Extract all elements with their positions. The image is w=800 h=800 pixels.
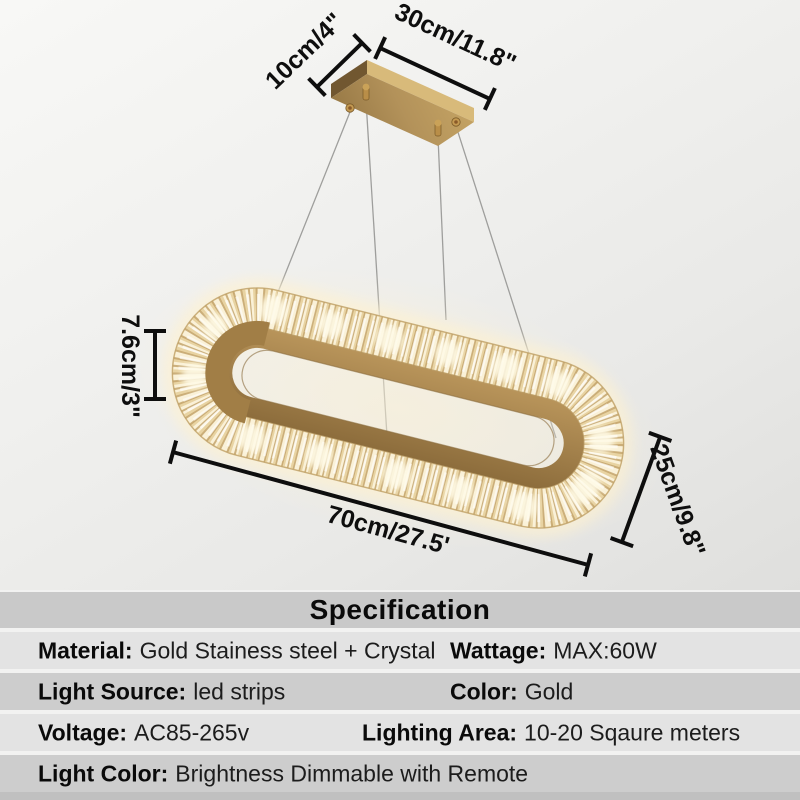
- spec-value: AC85-265v: [134, 719, 250, 745]
- canopy-top-edge: [367, 60, 474, 122]
- led-glow-spots: [181, 295, 615, 521]
- spec-value: 10-20 Sqaure meters: [524, 719, 741, 745]
- spec-row-light-color: Light Color:Brightness Dimmable with Rem…: [0, 755, 800, 792]
- spec-label: Light Source:: [38, 678, 187, 704]
- spec-value: Brightness Dimmable with Remote: [175, 760, 529, 786]
- spec-cell-voltage: Voltage:AC85-265v: [38, 719, 249, 746]
- product-photo-area: 10cm/4" 30cm/11.8" 7.6cm/3": [0, 0, 800, 592]
- spec-label: Material:: [38, 637, 133, 663]
- dimension-line-canopy-depth: [307, 33, 372, 97]
- spec-footer-strip: [0, 792, 800, 800]
- spec-label: Lighting Area:: [362, 719, 518, 745]
- specification-table: Specification Material:Gold Stainess ste…: [0, 590, 800, 800]
- dimension-line-canopy-width: [373, 36, 497, 111]
- spec-cell-wattage: Wattage:MAX:60W: [450, 637, 657, 664]
- spec-header-row: Specification: [0, 592, 800, 628]
- crystal-ring: [163, 278, 633, 538]
- spec-cell-light-color: Light Color:Brightness Dimmable with Rem…: [38, 760, 528, 787]
- spec-cell-material: Material:Gold Stainess steel + Crystal: [38, 637, 436, 664]
- dimension-label-canopy-width: 30cm/11.8": [391, 0, 521, 78]
- spec-title: Specification: [309, 594, 491, 625]
- spec-cell-light-source: Light Source:led strips: [38, 678, 285, 705]
- spec-value: MAX:60W: [553, 637, 657, 663]
- spec-value: Gold Stainess steel + Crystal: [139, 637, 436, 663]
- ceiling-canopy: [331, 60, 474, 146]
- spec-cell-lighting-area: Lighting Area:10-20 Sqaure meters: [362, 719, 740, 746]
- spec-row-lightsource-color: Light Source:led strips Color:Gold: [0, 673, 800, 710]
- spec-cell-color: Color:Gold: [450, 678, 573, 705]
- canopy-wire-connectors: [345, 83, 461, 137]
- dimension-line-ring-width: [609, 430, 673, 549]
- spec-row-voltage-area: Voltage:AC85-265v Lighting Area:10-20 Sq…: [0, 714, 800, 751]
- spec-value: Gold: [524, 678, 574, 704]
- spec-row-material-wattage: Material:Gold Stainess steel + Crystal W…: [0, 632, 800, 669]
- gold-left-crescent: [205, 320, 270, 424]
- chandelier-diagram: 10cm/4" 30cm/11.8" 7.6cm/3": [116, 0, 711, 577]
- canopy-left-edge: [331, 60, 367, 98]
- spec-label: Wattage:: [450, 637, 547, 663]
- dimension-label-ring-height: 7.6cm/3": [116, 314, 144, 418]
- dimension-line-ring-height: [144, 329, 166, 401]
- dimension-label-ring-width: 25cm/9.8": [644, 440, 710, 560]
- spec-value: led strips: [193, 678, 286, 704]
- spec-label: Voltage:: [38, 719, 128, 745]
- dimension-line-ring-length: [167, 440, 594, 577]
- spec-label: Light Color:: [38, 760, 169, 786]
- spec-label: Color:: [450, 678, 518, 704]
